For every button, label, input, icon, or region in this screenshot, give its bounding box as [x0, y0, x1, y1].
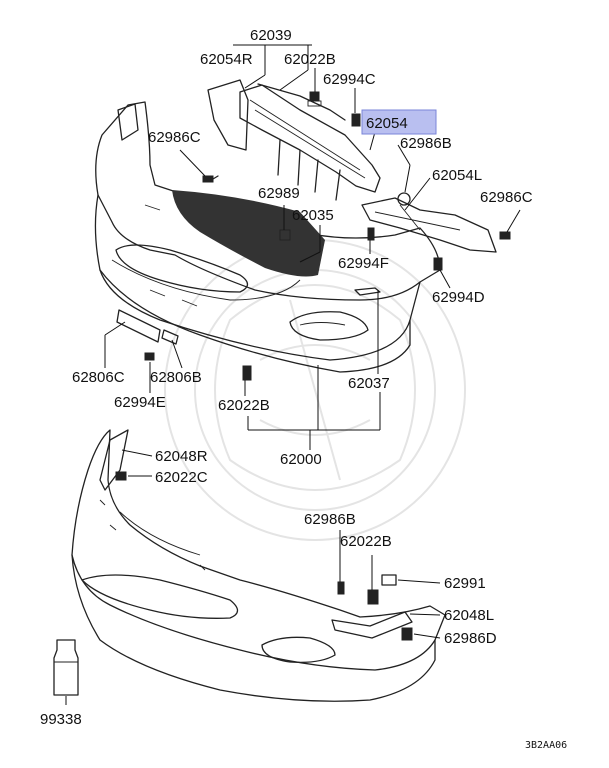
label-62994D[interactable]: 62994D [432, 289, 485, 306]
label-62054[interactable]: 62054 [366, 115, 408, 132]
reinforcement-beam [207, 79, 497, 253]
label-62022B-top[interactable]: 62022B [284, 51, 336, 68]
grille-mesh [172, 190, 325, 277]
label-62022B-bottom[interactable]: 62022B [340, 533, 392, 550]
part-labels[interactable]: 62039 62054R 62022B 62994C 62054 62986C … [40, 27, 567, 751]
leader-lines [65, 44, 521, 705]
label-62022C[interactable]: 62022C [155, 469, 208, 486]
label-62048L[interactable]: 62048L [444, 607, 494, 624]
label-62054R[interactable]: 62054R [200, 51, 253, 68]
label-62986C-left[interactable]: 62986C [148, 129, 201, 146]
label-62986B-bottom[interactable]: 62986B [304, 511, 356, 528]
label-62806B[interactable]: 62806B [150, 369, 202, 386]
label-62991[interactable]: 62991 [444, 575, 486, 592]
watermark-emblem [164, 239, 466, 541]
label-62039[interactable]: 62039 [250, 27, 292, 44]
label-62037[interactable]: 62037 [348, 375, 390, 392]
label-99338[interactable]: 99338 [40, 711, 82, 728]
lower-bumper-cover [71, 429, 446, 702]
label-62986B-top[interactable]: 62986B [400, 135, 452, 152]
upper-bumper-cover [94, 101, 441, 373]
label-62986C-right[interactable]: 62986C [480, 189, 533, 206]
label-62994E[interactable]: 62994E [114, 394, 166, 411]
sealant-tube [53, 639, 79, 696]
fasteners-upper [116, 91, 511, 381]
label-62994F[interactable]: 62994F [338, 255, 389, 272]
label-62000[interactable]: 62000 [280, 451, 322, 468]
label-62035[interactable]: 62035 [292, 207, 334, 224]
label-62806C[interactable]: 62806C [72, 369, 125, 386]
label-62986D[interactable]: 62986D [444, 630, 497, 647]
label-62994C[interactable]: 62994C [323, 71, 376, 88]
label-62048R[interactable]: 62048R [155, 448, 208, 465]
label-62989[interactable]: 62989 [258, 185, 300, 202]
label-62054L[interactable]: 62054L [432, 167, 482, 184]
label-62022B-mid[interactable]: 62022B [218, 397, 270, 414]
drawing-code: 3B2AA06 [525, 740, 567, 751]
highlight-box [361, 109, 437, 135]
lower-fasteners [99, 429, 413, 641]
